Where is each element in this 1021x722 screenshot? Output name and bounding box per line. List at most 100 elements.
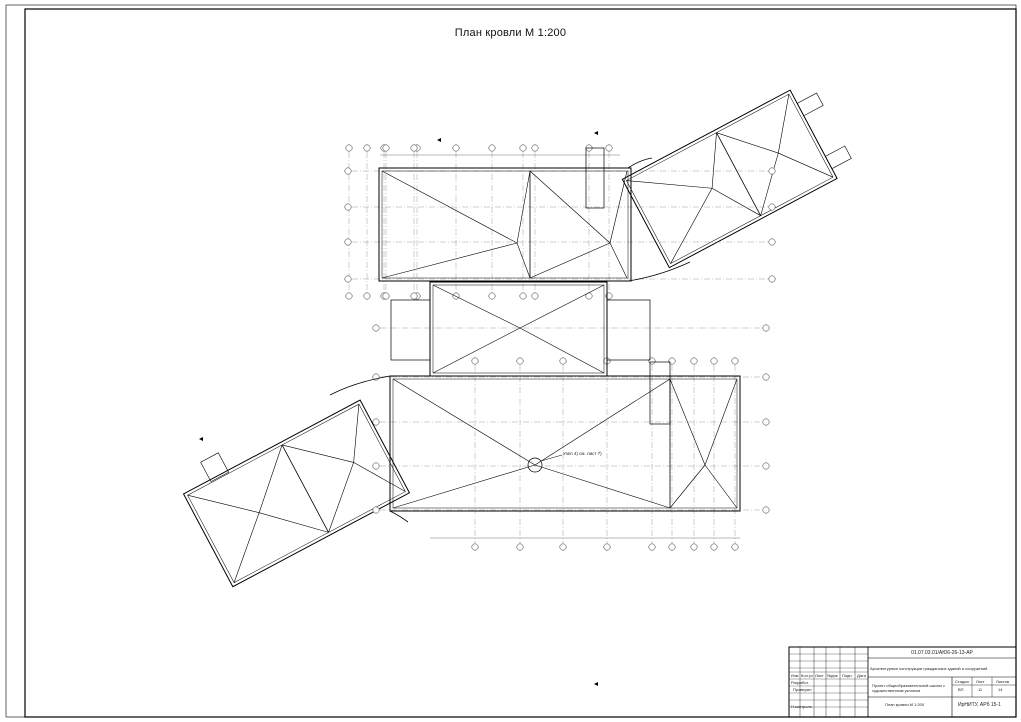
roof-ridge: [760, 152, 779, 216]
axis-bubble: [372, 324, 380, 332]
roof-ridge: [704, 378, 738, 466]
title-block-sheet-name: План кровли М 1:200: [885, 702, 925, 707]
roof-ridge: [534, 378, 671, 466]
title-block-project: Архитектурные конструкции гражданских зд…: [870, 666, 988, 671]
roof-ridge: [392, 378, 536, 466]
roof-ridge: [711, 188, 761, 216]
axis-bubble: [344, 167, 352, 175]
axis-bubble: [768, 275, 776, 283]
roof-ridge: [711, 132, 717, 189]
axis-bubble: [768, 167, 776, 175]
axis-bubble: [559, 543, 567, 551]
axis-bubble: [488, 144, 496, 152]
roof-ridge: [432, 284, 521, 329]
col-podp: Подп.: [842, 673, 853, 678]
axis-bubble: [690, 357, 698, 365]
roof-ridge: [432, 327, 521, 374]
axis-bubble: [345, 144, 353, 152]
roof-parapet: [392, 378, 738, 509]
roof-outline: [389, 375, 741, 512]
roof-valley: [716, 132, 761, 216]
axis-bubble: [531, 292, 539, 300]
exit-box: [200, 452, 230, 483]
axis-bubble: [668, 543, 676, 551]
exit-box: [585, 147, 605, 209]
axis-bubble: [762, 506, 770, 514]
axis-bubble: [382, 292, 390, 300]
exit-box: [649, 361, 671, 425]
curve-link: [627, 261, 691, 282]
roof-ridge: [609, 170, 628, 244]
role-checker: Проверил: [793, 687, 812, 692]
title-block-organization: ИрНИТУ, АРб 15-1: [958, 702, 1001, 708]
roof-ridge: [392, 464, 536, 509]
axis-bubble: [731, 543, 739, 551]
axis-bubble: [488, 292, 496, 300]
axis-bubble: [372, 506, 380, 514]
axis-bubble: [452, 292, 460, 300]
axis-bubble: [516, 357, 524, 365]
callout-leader: [540, 454, 563, 462]
sheets-value: 14: [998, 687, 1003, 692]
roof-ridge: [777, 94, 790, 154]
col-izm: Изм: [791, 673, 799, 678]
axis-bubble: [762, 373, 770, 381]
stage-header: Стадия: [955, 679, 969, 684]
title-block-code: 01.07.03.01/АЮ6-26-13-АР: [911, 650, 973, 656]
callout-note: Узел 4) см. лист 7): [563, 451, 602, 456]
axis-bubble: [410, 144, 418, 152]
axis-bubble: [710, 357, 718, 365]
axis-bubble: [559, 357, 567, 365]
axis-bubble: [710, 543, 718, 551]
col-list: Лист: [815, 673, 824, 678]
axis-bubble: [471, 543, 479, 551]
drawing-frame: [5, 4, 1017, 718]
axis-bubble: [344, 238, 352, 246]
axis-bubble: [762, 324, 770, 332]
axis-bubble: [605, 144, 613, 152]
side-volume: [390, 299, 431, 361]
roof-ridge: [258, 444, 283, 513]
axis-bubble: [516, 543, 524, 551]
sheets-header: Листов: [996, 679, 1009, 684]
roof-ridge: [328, 462, 354, 533]
roof-ridge: [669, 378, 706, 466]
axis-bubble: [452, 144, 460, 152]
axis-bubble: [363, 144, 371, 152]
roof-ridge: [519, 327, 605, 374]
roof-ridge: [516, 170, 531, 244]
axis-bubble: [603, 543, 611, 551]
roof-ridge: [529, 170, 611, 244]
roof-ridge: [519, 284, 605, 329]
upper-wing: [621, 89, 852, 269]
roof-parapet: [432, 284, 605, 374]
roof-ridge: [281, 444, 354, 463]
axis-bubble: [519, 144, 527, 152]
axis-bubble: [690, 543, 698, 551]
roof-ridge: [534, 464, 671, 509]
roof-ridge: [259, 512, 329, 533]
axis-bubble: [382, 144, 390, 152]
axis-bubble: [344, 275, 352, 283]
roof-parapet: [187, 403, 406, 583]
roof-ridge: [516, 242, 531, 279]
role-developer: Разработ.: [791, 680, 809, 685]
axis-bubble: [410, 292, 418, 300]
col-data: Дата: [857, 673, 866, 678]
section-mark: [594, 131, 598, 135]
axis-bubble: [531, 144, 539, 152]
roof-ridge: [704, 464, 738, 509]
curve-link: [389, 510, 409, 523]
axis-bubble: [648, 543, 656, 551]
roof-ridge: [670, 188, 713, 264]
axis-bubble: [648, 357, 656, 365]
roof-ridge: [669, 464, 706, 509]
axis-bubble: [768, 203, 776, 211]
axis-bubble: [363, 292, 371, 300]
sheet-value: 11: [978, 687, 983, 692]
sheet-header: Лист: [976, 679, 985, 684]
axis-bubble: [762, 418, 770, 426]
section-mark: [594, 682, 598, 686]
roof-parapet: [626, 93, 834, 264]
role-norm-control: Н.контроль: [791, 704, 812, 709]
